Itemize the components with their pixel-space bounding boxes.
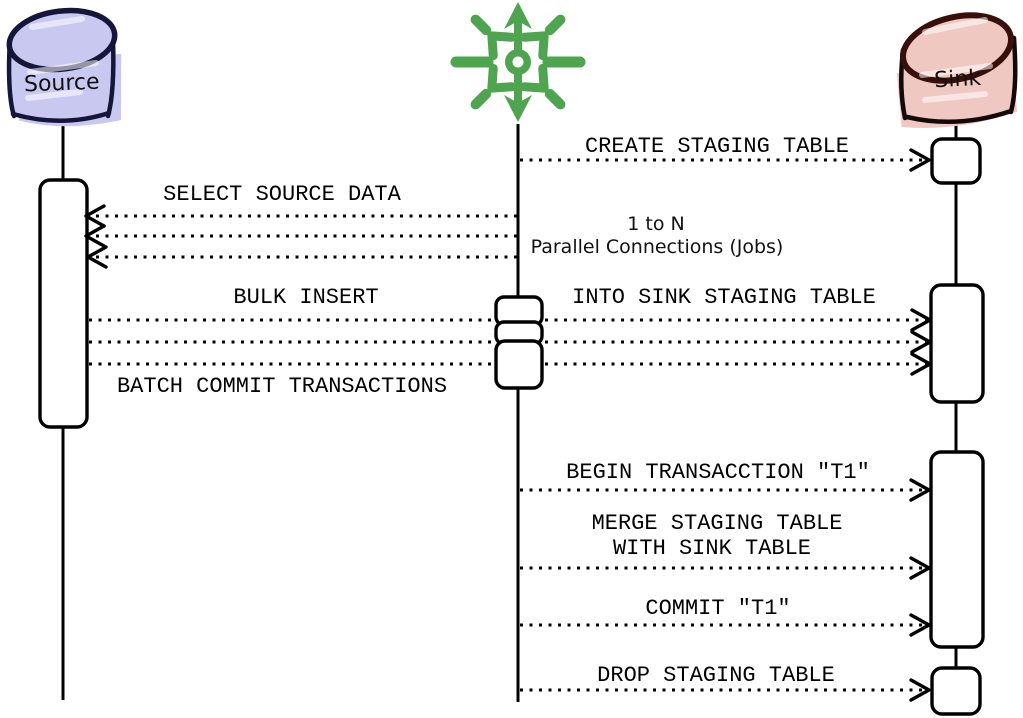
sink-cylinder-bottom-edge bbox=[904, 108, 1014, 125]
note-parallel-line2: Parallel Connections (Jobs) bbox=[531, 236, 784, 258]
hub-diagonal-ne-chevron bbox=[519, 31, 549, 61]
source-highlight-1 bbox=[29, 16, 85, 30]
source-activation-box bbox=[38, 178, 89, 429]
actor-source: Source bbox=[6, 7, 122, 127]
label-commit-transaction: COMMIT "T1" bbox=[645, 596, 790, 621]
message-lines bbox=[89, 158, 926, 692]
sink-activation-box-2 bbox=[929, 283, 985, 404]
label-create-staging-table: CREATE STAGING TABLE bbox=[585, 134, 849, 159]
arrowhead-bulk-1 bbox=[910, 308, 932, 332]
hub-arrow-down-head bbox=[504, 95, 532, 122]
arrowhead-bulk-2 bbox=[910, 330, 932, 354]
label-into-sink-staging-table: INTO SINK STAGING TABLE bbox=[572, 285, 876, 310]
label-batch-commit-transactions: BATCH COMMIT TRANSACTIONS bbox=[117, 374, 447, 399]
label-bulk-insert: BULK INSERT bbox=[233, 285, 378, 310]
label-merge-staging-line2: WITH SINK TABLE bbox=[613, 536, 811, 561]
arrowhead-merge bbox=[909, 556, 931, 580]
source-label: Source bbox=[24, 70, 100, 98]
lifelines bbox=[61, 120, 958, 713]
hub-diagonal-se-chevron bbox=[519, 63, 549, 93]
arrowhead-select-1 bbox=[84, 204, 106, 228]
hub-diagonal-nw bbox=[470, 14, 517, 61]
hub-diagonal-sw-bar bbox=[470, 88, 492, 110]
sink-activation-box-4 bbox=[930, 666, 982, 716]
arrowhead-begin-tx bbox=[909, 478, 931, 502]
hub-diagonal-sw-chevron bbox=[487, 63, 517, 93]
activation-boxes bbox=[38, 137, 985, 716]
arrowheads bbox=[84, 148, 932, 702]
arrowhead-drop bbox=[909, 678, 931, 702]
hub-center-hole bbox=[512, 56, 524, 68]
hub-diagonal-ne-bar bbox=[544, 14, 566, 36]
source-highlight-2 bbox=[27, 60, 99, 75]
label-select-source-data: SELECT SOURCE DATA bbox=[163, 182, 401, 207]
sink-highlight-3 bbox=[922, 91, 988, 103]
arrowhead-commit bbox=[909, 613, 931, 637]
hub-diagonal-se-bar bbox=[544, 88, 566, 110]
hub-diagonal-nw-bar bbox=[470, 14, 492, 36]
label-merge-staging-line1: MERGE STAGING TABLE bbox=[592, 511, 843, 536]
distribution-hub-icon bbox=[450, 2, 586, 122]
hub-diagonal-sw bbox=[470, 63, 517, 110]
sink-activation-box-1 bbox=[930, 137, 982, 185]
hub-diagonal-se bbox=[519, 63, 566, 110]
source-highlight-3 bbox=[25, 89, 83, 101]
label-begin-transaction: BEGIN TRANSACCTION "T1" bbox=[566, 460, 870, 485]
arrowhead-create-staging bbox=[909, 148, 931, 172]
note-parallel-line1: 1 to N bbox=[627, 213, 684, 235]
hub-arrow-up-head bbox=[504, 2, 532, 29]
source-cylinder-bottom-edge bbox=[10, 110, 112, 123]
sink-cylinder-right-edge bbox=[1008, 35, 1018, 115]
arrowhead-select-3 bbox=[86, 245, 108, 269]
hub-diagonal-ne bbox=[519, 14, 566, 61]
sink-highlight-1 bbox=[922, 17, 988, 35]
label-drop-staging-table: DROP STAGING TABLE bbox=[597, 663, 835, 688]
arrowhead-select-2 bbox=[84, 224, 106, 248]
hub-diagonal-nw-chevron bbox=[487, 31, 517, 61]
sink-activation-box-3 bbox=[929, 450, 985, 649]
connector-activation-box-3 bbox=[494, 339, 544, 390]
actor-sink: Sink bbox=[896, 12, 1018, 128]
sink-label: Sink bbox=[934, 66, 982, 93]
arrowhead-bulk-3 bbox=[910, 352, 932, 376]
sink-highlight-2 bbox=[919, 63, 993, 78]
message-labels: CREATE STAGING TABLE SELECT SOURCE DATA … bbox=[117, 134, 876, 688]
